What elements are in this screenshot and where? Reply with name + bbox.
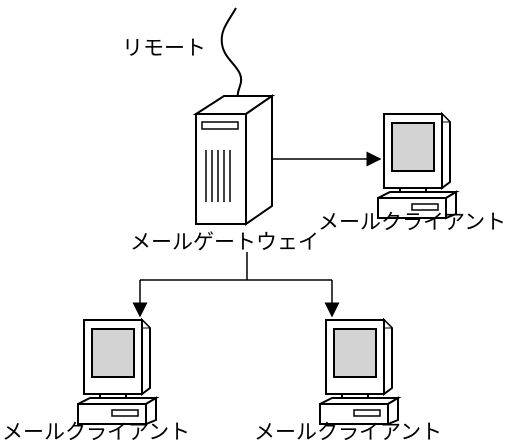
remote-label: リモート — [122, 36, 206, 60]
mail-client-computer-icon-bottom-right — [319, 319, 399, 425]
gateway-to-bottom-clients-arrows — [132, 252, 340, 318]
mail-gateway-label: メールゲートウェイ — [130, 230, 319, 254]
mail-client-computer-icon-bottom-left — [77, 319, 157, 425]
mail-client-label-bottom-right: メールクライアント — [254, 420, 443, 444]
mail-client-computer-icon-right — [377, 113, 457, 219]
mail-gateway-server-icon — [192, 94, 276, 226]
mail-client-label-bottom-left: メールクライアント — [2, 420, 191, 444]
remote-link-line — [220, 7, 243, 99]
mail-client-label-right: メールクライアント — [318, 210, 507, 234]
